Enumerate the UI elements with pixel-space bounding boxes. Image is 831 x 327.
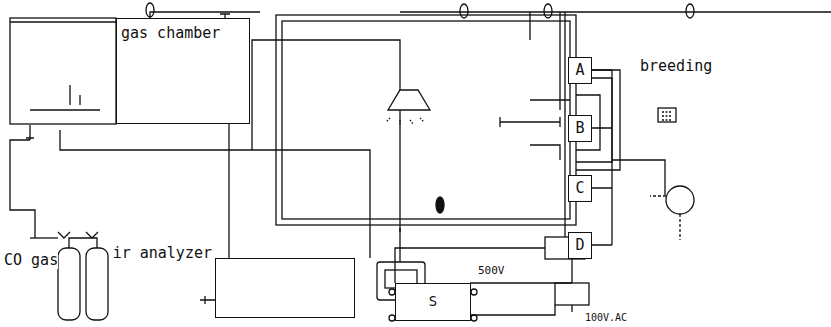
gas-chamber-box: gas chamber <box>116 18 250 124</box>
cage-grid <box>662 112 672 120</box>
breeding-flask <box>666 186 694 214</box>
power-wire <box>395 12 572 315</box>
analyzer-inlet <box>200 296 215 304</box>
light-rays <box>386 118 424 125</box>
gas-cylinder <box>58 248 80 320</box>
box-heading: ir analyzer <box>113 245 212 262</box>
wire <box>400 12 831 110</box>
bracket <box>592 70 665 245</box>
test-chamber-outer <box>276 15 576 225</box>
breeding-cage <box>658 108 676 122</box>
gas-line <box>30 237 58 238</box>
voltage-label: 500V <box>478 265 505 277</box>
gas-line <box>10 140 35 238</box>
wire <box>399 228 400 232</box>
switch-box: S <box>395 283 471 321</box>
cage-box: D <box>568 232 592 259</box>
lamp <box>388 90 430 110</box>
chamber-annex <box>576 70 620 170</box>
cage-box: C <box>568 175 592 202</box>
breeding-label: breeding <box>640 58 712 75</box>
test-chamber-inner <box>282 21 570 219</box>
transformer-box <box>555 283 589 305</box>
analyzer-box: ir analyzer <box>215 258 355 318</box>
chamber-fitting <box>70 85 80 105</box>
cage-box: A <box>568 57 592 84</box>
cage-box: B <box>568 115 592 142</box>
gas-label: CO gas <box>4 252 58 269</box>
gas-line <box>60 130 370 258</box>
electrode <box>500 117 560 127</box>
gas-tube <box>228 124 229 258</box>
flask-tube <box>650 196 680 240</box>
valve <box>26 125 34 140</box>
chamber-rim <box>10 21 116 22</box>
box-label: S <box>429 294 437 309</box>
voltage-label: 100V.AC <box>585 312 627 323</box>
box-label: A <box>575 62 584 79</box>
regulator <box>58 232 98 248</box>
signal-wire <box>252 40 400 262</box>
grid-wire <box>530 100 570 160</box>
gas-chamber-compartment <box>10 18 116 124</box>
box-label: B <box>575 120 584 137</box>
box-label: D <box>575 237 584 254</box>
box-label: C <box>575 180 584 197</box>
gas-cylinder <box>86 248 108 320</box>
box-label: gas chamber <box>121 25 245 42</box>
chamber-floor <box>30 109 100 110</box>
